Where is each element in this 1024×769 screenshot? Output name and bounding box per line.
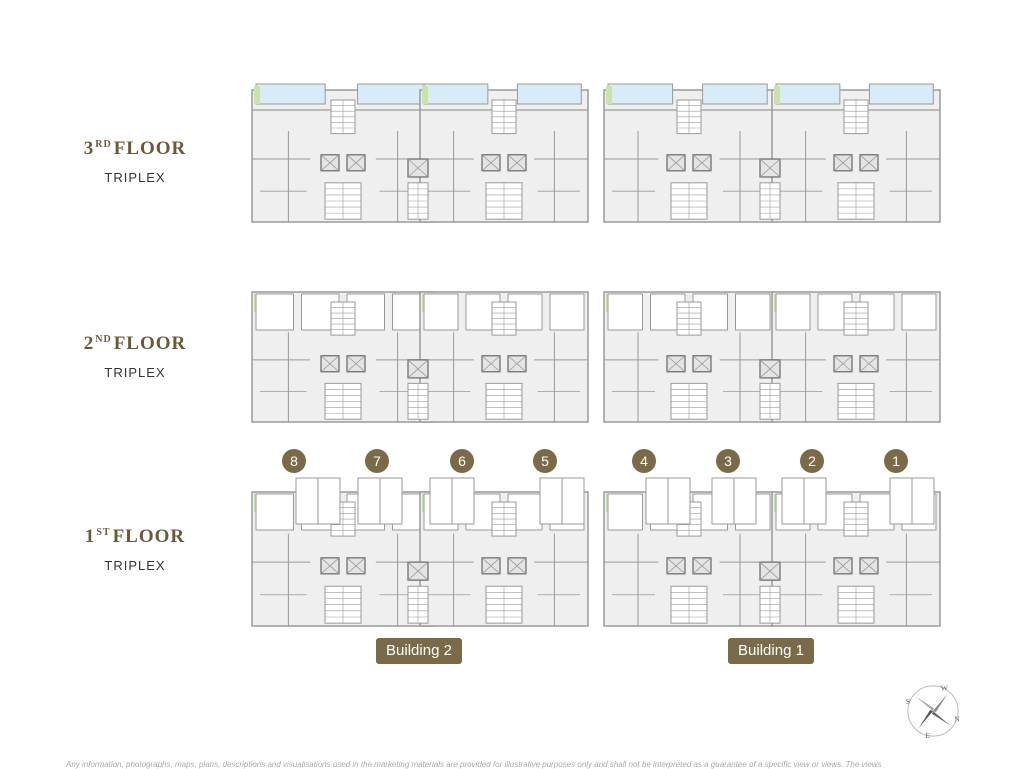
- floor-subtitle: TRIPLEX: [104, 365, 166, 380]
- front-room: [451, 477, 475, 525]
- garden: [774, 86, 780, 104]
- front-room: [539, 477, 563, 525]
- plan-wall: [407, 561, 429, 581]
- front-room: [379, 477, 403, 525]
- front-room: [357, 477, 381, 525]
- front-room: [645, 477, 669, 525]
- room: [735, 293, 771, 331]
- plan-wall: [320, 154, 340, 172]
- front-room: [803, 477, 827, 525]
- room: [607, 493, 643, 531]
- plan-wall: [346, 557, 366, 575]
- front-room: [429, 477, 453, 525]
- plan-wall: [320, 355, 340, 373]
- room: [775, 293, 811, 331]
- garden: [606, 86, 612, 104]
- front-room: [733, 477, 757, 525]
- plan-wall: [759, 561, 781, 581]
- room: [423, 293, 459, 331]
- plan-wall: [481, 154, 501, 172]
- front-room: [667, 477, 691, 525]
- front-room: [889, 477, 913, 525]
- unit-badge-3: 3: [716, 449, 740, 473]
- floor-subtitle: TRIPLEX: [104, 170, 166, 185]
- plan-wall: [320, 557, 340, 575]
- unit-badge-6: 6: [450, 449, 474, 473]
- plan-wall: [759, 359, 781, 379]
- plan-wall: [833, 557, 853, 575]
- plan-wall: [666, 154, 686, 172]
- plan-wall: [407, 359, 429, 379]
- pool: [423, 83, 489, 105]
- room: [549, 293, 585, 331]
- compass-n: N: [954, 715, 960, 724]
- unit-badge-8: 8: [282, 449, 306, 473]
- plan-wall: [692, 557, 712, 575]
- plan-wall: [481, 557, 501, 575]
- plan-wall: [346, 355, 366, 373]
- pool: [516, 83, 582, 105]
- pool: [255, 83, 326, 105]
- plan-wall: [859, 355, 879, 373]
- room: [607, 293, 643, 331]
- plan-wall: [859, 557, 879, 575]
- front-room: [317, 477, 341, 525]
- plan-wall: [507, 557, 527, 575]
- plan-wall: [481, 355, 501, 373]
- front-room: [295, 477, 319, 525]
- pool: [702, 83, 768, 105]
- plan-wall: [666, 355, 686, 373]
- plan-wall: [859, 154, 879, 172]
- building-label-1: Building 1: [728, 638, 814, 664]
- compass-w: W: [941, 684, 949, 693]
- unit-badge-5: 5: [533, 449, 557, 473]
- pool: [868, 83, 934, 105]
- front-room: [561, 477, 585, 525]
- plan-wall: [692, 355, 712, 373]
- compass-e: E: [925, 731, 930, 740]
- plan-wall: [507, 355, 527, 373]
- plan-wall: [833, 154, 853, 172]
- plan-wall: [759, 158, 781, 178]
- room: [255, 293, 294, 331]
- building-label-2: Building 2: [376, 638, 462, 664]
- front-room: [711, 477, 735, 525]
- plan-wall: [833, 355, 853, 373]
- pool: [607, 83, 674, 105]
- compass-s: S: [906, 697, 910, 706]
- unit-badge-4: 4: [632, 449, 656, 473]
- room: [901, 293, 937, 331]
- unit-badge-7: 7: [365, 449, 389, 473]
- plan-wall: [407, 158, 429, 178]
- plan-wall: [666, 557, 686, 575]
- garden: [422, 86, 428, 104]
- unit-badge-2: 2: [800, 449, 824, 473]
- front-room: [911, 477, 935, 525]
- pool: [357, 83, 428, 105]
- plan-wall: [507, 154, 527, 172]
- front-room: [781, 477, 805, 525]
- floor-subtitle: TRIPLEX: [104, 558, 166, 573]
- plan-wall: [692, 154, 712, 172]
- garden: [254, 86, 260, 104]
- room: [255, 493, 294, 531]
- compass-icon: W S N E: [906, 684, 960, 740]
- plan-wall: [346, 154, 366, 172]
- disclaimer-text: Any information, photographs, maps, plan…: [66, 760, 882, 769]
- pool: [775, 83, 841, 105]
- unit-badge-1: 1: [884, 449, 908, 473]
